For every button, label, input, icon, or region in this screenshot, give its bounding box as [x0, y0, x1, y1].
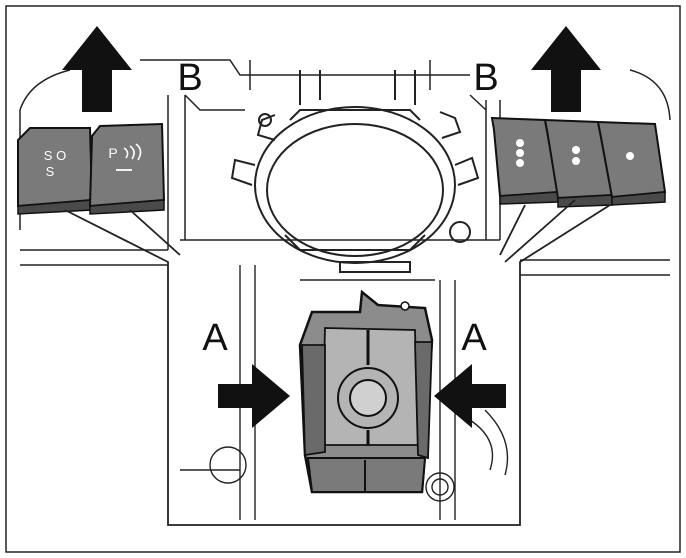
one-dot-icon [626, 152, 634, 160]
sos-button[interactable]: S O S [17, 127, 94, 215]
one-dot-button[interactable] [596, 120, 667, 206]
three-dot-icon [516, 139, 524, 167]
ceiling-panel-lines [19, 59, 671, 276]
arrow-up-right-icon [531, 26, 601, 112]
arrow-up-left-icon [56, 25, 132, 112]
arrow-left-icon [434, 364, 506, 428]
arrow-right-icon [218, 364, 290, 428]
park-assist-waves-icon [123, 143, 142, 161]
two-dot-icon [572, 146, 580, 165]
label-a-left: A [202, 317, 228, 359]
sos-icon-bottom: S [46, 164, 55, 179]
round-socket [230, 70, 480, 273]
label-a-right: A [461, 317, 487, 359]
sos-icon: S O [44, 148, 66, 163]
park-assist-button[interactable]: P [88, 122, 166, 215]
detail-callout [64, 199, 611, 526]
three-dot-button[interactable] [490, 116, 560, 205]
right-button-group [490, 116, 667, 208]
label-b-right: B [473, 57, 498, 99]
left-button-group: S O S P [17, 122, 166, 215]
park-assist-icon: P [108, 145, 117, 161]
module-unit [298, 289, 434, 494]
label-b-left: B [177, 57, 202, 99]
two-dot-button[interactable] [543, 118, 614, 208]
